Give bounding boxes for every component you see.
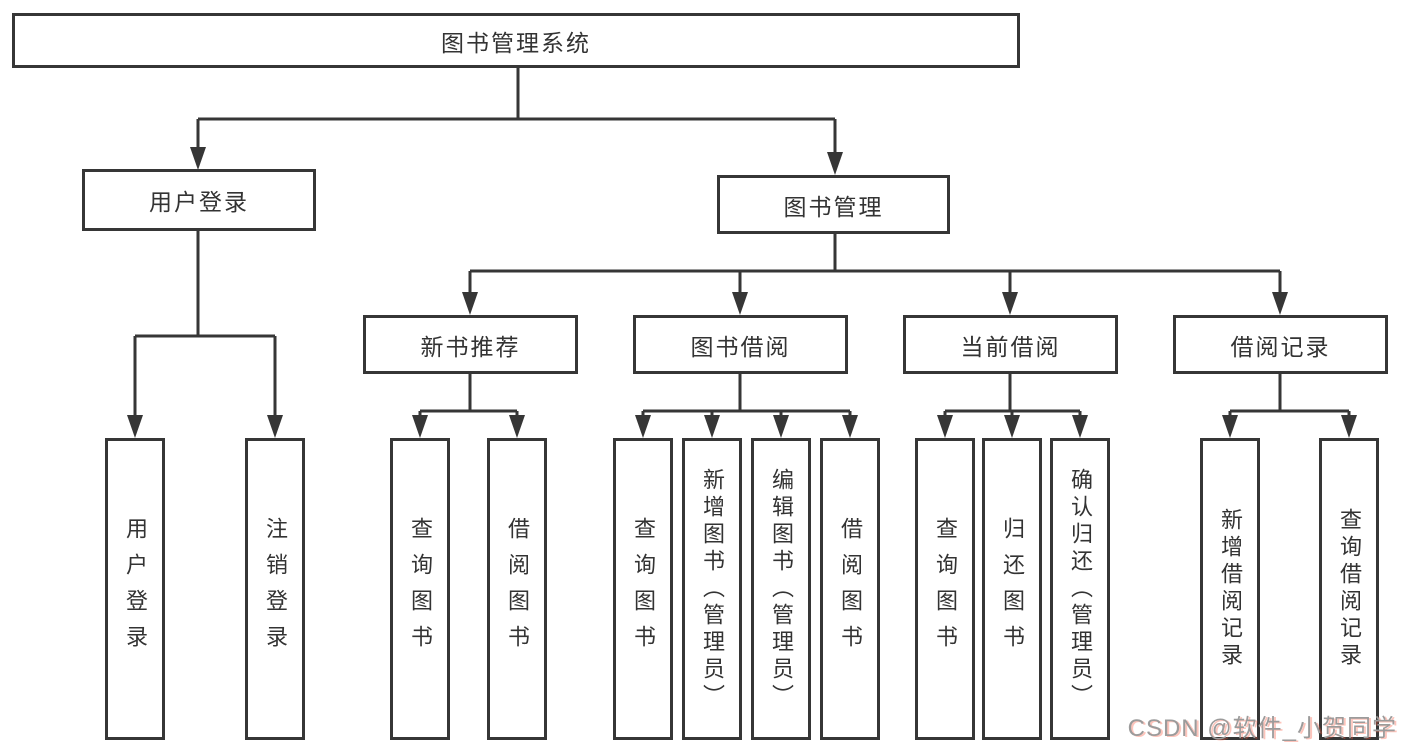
node-book-management: 图书管理 [717,175,950,234]
node-label: 查询图书 [933,517,958,661]
node-query-books-current: 查询图书 [915,438,975,740]
node-user-login-leaf: 用户登录 [105,438,165,740]
node-query-books-borrowing: 查询图书 [613,438,673,740]
node-label: 查询借阅记录 [1337,508,1362,670]
node-label: 新书推荐 [420,333,521,360]
node-label: 确认归还（管理员） [1068,467,1093,711]
arrow-head-icon [773,415,789,438]
node-label: 归还图书 [1000,517,1025,661]
node-borrow-books-recommend: 借阅图书 [487,438,547,740]
connector-line [943,374,1082,420]
arrow-head-icon [937,415,953,438]
arrow-head-icon [842,415,858,438]
node-logout: 注销登录 [245,438,305,740]
node-label: 查询图书 [408,517,433,661]
connector-root-to-level2 [190,67,843,175]
arrow-head-icon [827,152,843,175]
arrow-head-icon [509,415,525,438]
node-label: 借阅图书 [838,517,863,661]
node-label: 当前借阅 [960,333,1061,360]
arrow-head-icon [1002,292,1018,315]
node-borrow-books-leaf: 借阅图书 [820,438,880,740]
arrow-head-icon [732,292,748,315]
connector-line [133,230,277,420]
node-confirm-return-admin: 确认归还（管理员） [1050,438,1110,740]
node-query-books-recommend: 查询图书 [390,438,450,740]
node-label: 查询图书 [631,517,656,661]
node-label: 用户登录 [149,189,249,215]
arrow-head-icon [1272,292,1288,315]
node-label: 图书管理系统 [441,29,591,56]
arrow-head-icon [704,415,720,438]
arrow-head-icon [267,415,283,438]
connector-user-login-to-children [127,230,283,438]
node-add-borrow-record: 新增借阅记录 [1200,438,1260,740]
arrow-head-icon [635,415,651,438]
node-label: 注销登录 [263,517,288,661]
connector-book-management-to-children [462,234,1288,315]
node-new-book-recommend: 新书推荐 [363,315,578,374]
connector-book-borrowing-to-children [635,374,858,438]
arrow-head-icon [127,415,143,438]
arrow-head-icon [462,292,478,315]
node-label: 用户登录 [123,517,148,661]
node-add-books-admin: 新增图书（管理员） [682,438,742,740]
node-query-borrow-record: 查询借阅记录 [1319,438,1379,740]
node-current-borrowing: 当前借阅 [903,315,1118,374]
arrow-head-icon [412,415,428,438]
connector-borrowing-records-to-children [1222,374,1357,438]
connector-line [196,67,837,157]
node-label: 编辑图书（管理员） [769,467,794,711]
connector-line [641,374,852,420]
connector-current-borrowing-to-children [937,374,1088,438]
arrow-head-icon [1072,415,1088,438]
node-label: 借阅记录 [1230,333,1331,360]
csdn-watermark: CSDN @软件_小贺同学 [1127,715,1397,742]
node-label: 新增图书（管理员） [700,467,725,711]
node-borrowing-records: 借阅记录 [1173,315,1388,374]
node-label: 新增借阅记录 [1218,508,1243,670]
node-label: 图书借阅 [690,333,791,360]
arrow-head-icon [190,147,206,170]
node-book-borrowing: 图书借阅 [633,315,848,374]
node-label: 图书管理 [783,193,884,220]
node-label: 借阅图书 [505,517,530,661]
node-edit-books-admin: 编辑图书（管理员） [751,438,811,740]
arrow-head-icon [1341,415,1357,438]
node-library-management-system: 图书管理系统 [12,13,1020,68]
node-return-books: 归还图书 [982,438,1042,740]
connector-line [418,374,519,420]
arrow-head-icon [1222,415,1238,438]
arrow-head-icon [1004,415,1020,438]
connector-new-book-recommend-to-children [412,374,525,438]
connector-line [1228,374,1351,420]
node-user-login: 用户登录 [82,169,316,231]
connector-line [468,234,1282,296]
